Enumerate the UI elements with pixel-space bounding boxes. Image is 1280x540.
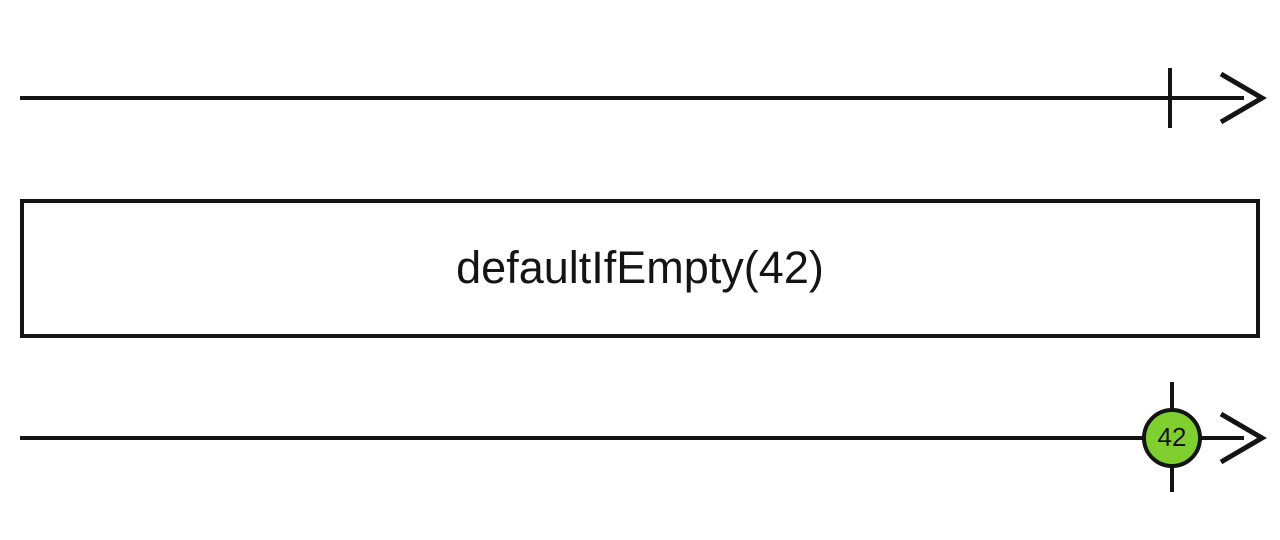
output-timeline: 42 — [20, 382, 1267, 492]
source-timeline — [20, 68, 1267, 128]
output-marble-42[interactable]: 42 — [1142, 408, 1202, 468]
marble-label: 42 — [1158, 422, 1187, 452]
operator-label: defaultIfEmpty(42) — [456, 242, 824, 293]
output-arrowhead-icon — [1219, 411, 1267, 465]
operator-box-rect — [20, 199, 1260, 338]
operator-box: defaultIfEmpty(42) — [20, 199, 1260, 338]
source-arrowhead-icon — [1219, 71, 1267, 125]
marble-circle[interactable] — [1142, 408, 1202, 468]
